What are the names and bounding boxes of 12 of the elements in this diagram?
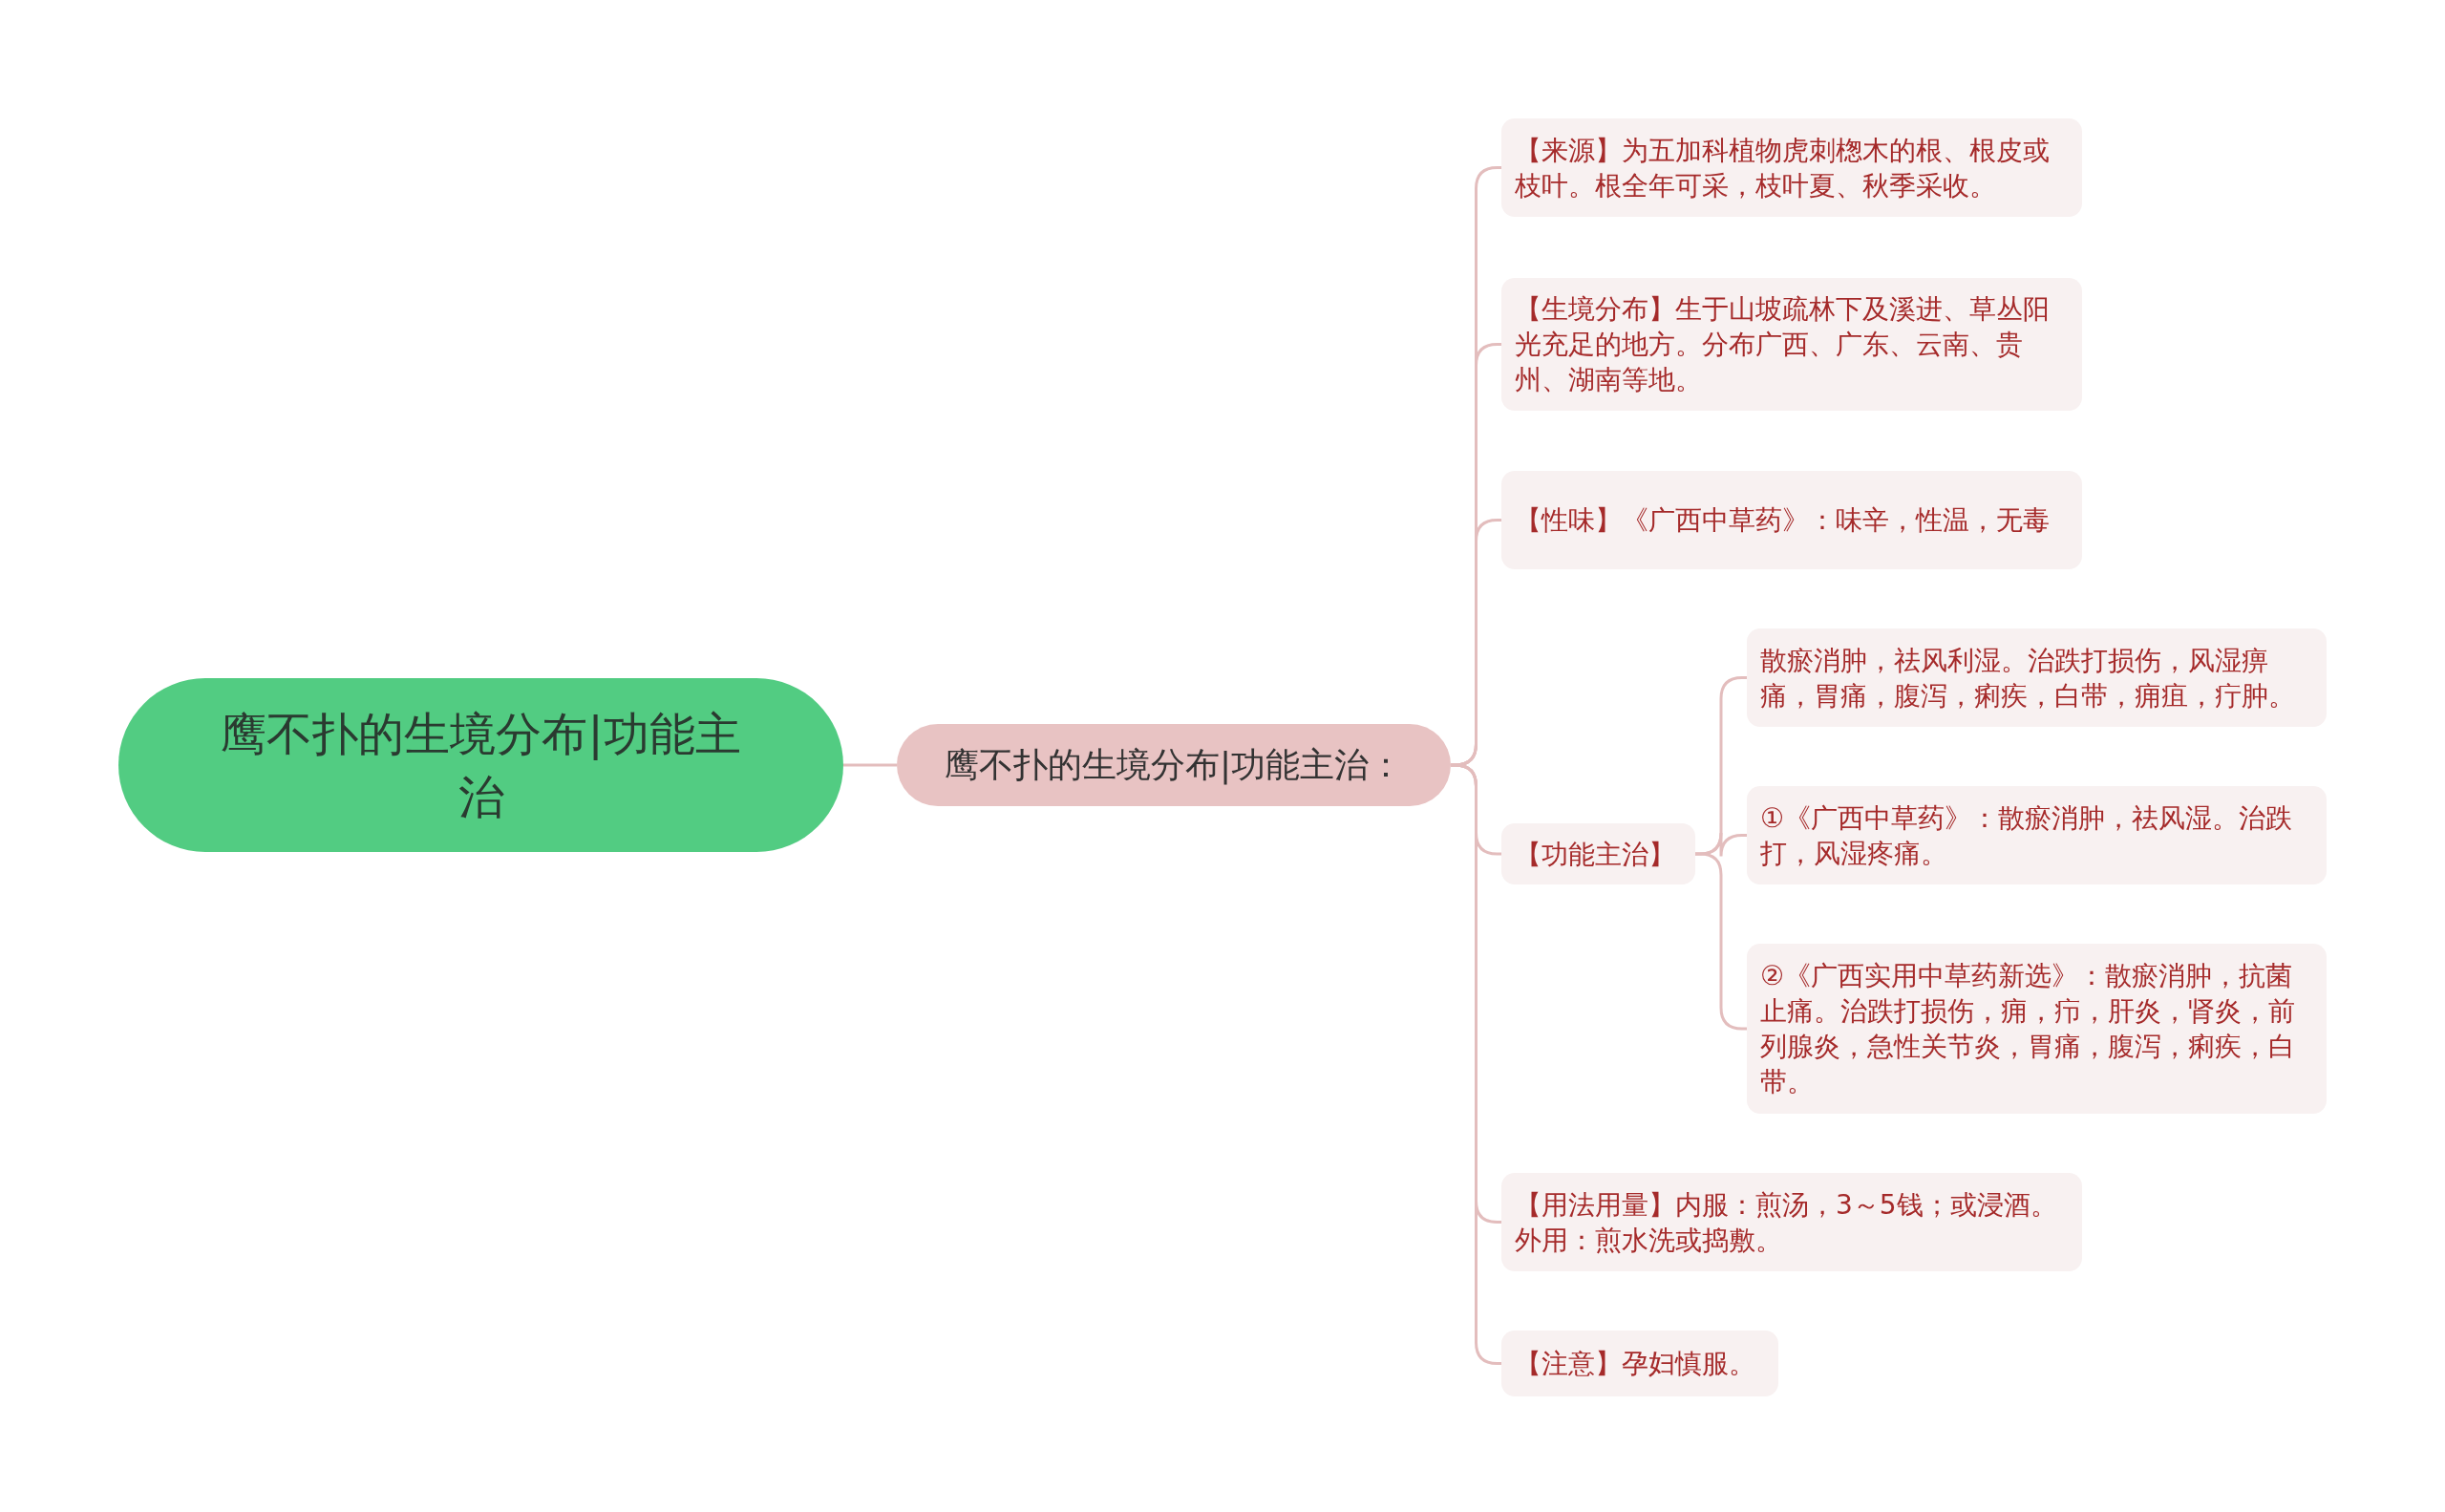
text-box: 【用法用量】内服：煎汤，3～5钱；或浸酒。外用：煎水洗或捣敷。 — [1501, 1173, 2082, 1271]
topic-box: 鹰不扑的生境分布|功能主治： — [897, 724, 1451, 806]
connector-line — [843, 763, 897, 767]
text-box: ②《广西实用中草药新选》：散瘀消肿，抗菌止痛。治跌打损伤，痈，疖，肝炎，肾炎，前列腺炎，急性关节炎，胃痛，腹泻，痢疾，白带。 — [1747, 944, 2327, 1114]
text-box: 【注意】孕妇慎服。 — [1501, 1331, 1778, 1396]
text-box: 【性味】《广西中草药》：味辛，性温，无毒 — [1501, 471, 2082, 569]
central-topic: 鹰不扑的生境分布|功能主治 — [118, 678, 843, 852]
text-box: ①《广西中草药》：散瘀消肿，祛风湿。治跌打，风湿疼痛。 — [1747, 786, 2327, 884]
text-box: 【功能主治】 — [1501, 823, 1695, 884]
text-box: 散瘀消肿，祛风利湿。治跌打损伤，风湿痹痛，胃痛，腹泻，痢疾，白带，痈疽，疔肿。 — [1747, 628, 2327, 727]
text-box: 【来源】为五加科植物虎刺楤木的根、根皮或枝叶。根全年可采，枝叶夏、秋季采收。 — [1501, 118, 2082, 217]
text-box: 【生境分布】生于山坡疏林下及溪进、草丛阳光充足的地方。分布广西、广东、云南、贵州、湖南等地。 — [1501, 278, 2082, 411]
